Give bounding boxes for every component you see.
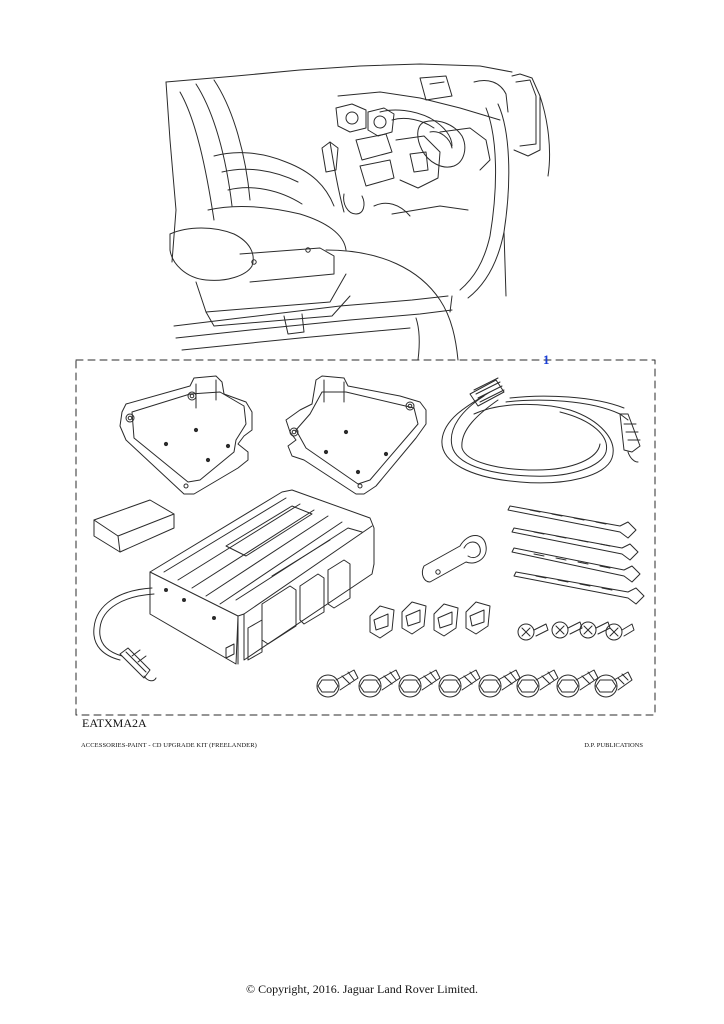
mounting-bracket-right (286, 376, 426, 494)
cd-changer-unit (94, 490, 374, 681)
coiled-cable-harness (442, 378, 640, 483)
copyright-notice: © Copyright, 2016. Jaguar Land Rover Lim… (245, 982, 479, 996)
diagram-caption: ACCESSORIES-PAINT - CD UPGRADE KIT (FREE… (81, 742, 257, 749)
adhesive-pad (94, 500, 174, 552)
push-in-clips (370, 602, 490, 638)
publisher-caption: D.P. PUBLICATIONS (584, 742, 643, 749)
drawing-id: EATXMA2A (82, 716, 147, 730)
p-clip (422, 536, 486, 583)
cable-ties (508, 506, 644, 604)
kit-boundary (76, 360, 655, 715)
vehicle-interior-illustration (166, 64, 550, 360)
small-screws (518, 622, 634, 640)
mounting-bracket-left (120, 376, 252, 494)
hex-flange-bolts (317, 670, 632, 697)
callout-number: 1 (543, 352, 550, 367)
